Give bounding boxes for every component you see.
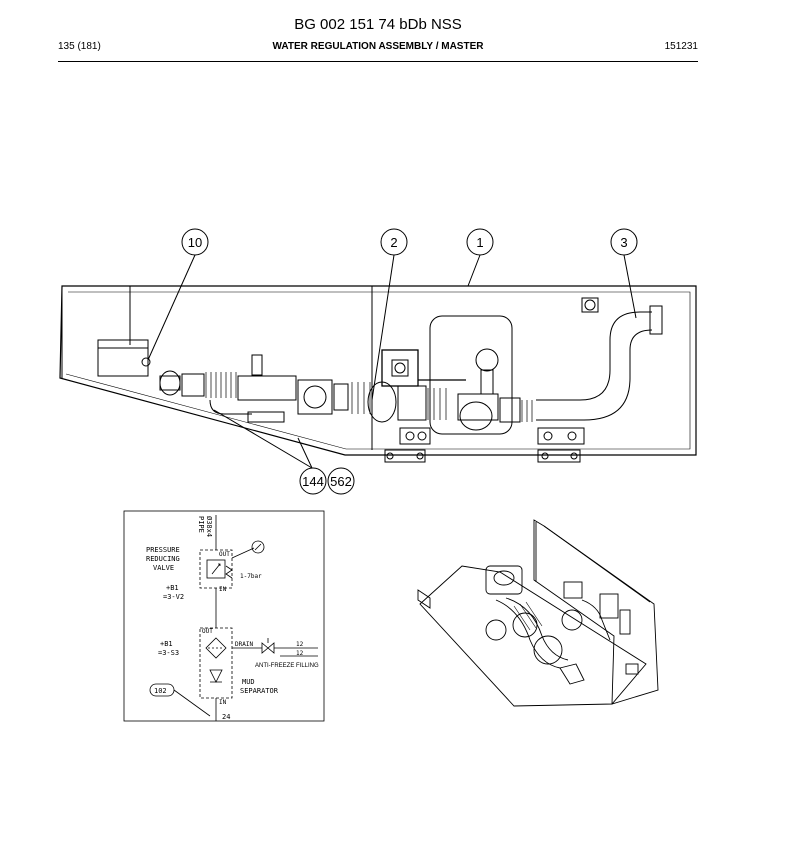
isometric-drawing — [417, 519, 659, 707]
mud-label-line1: MUD — [242, 678, 255, 686]
callout-562: 562 — [327, 467, 355, 495]
document-title: BG 002 151 74 bDb NSS — [294, 16, 462, 33]
header-rule — [58, 61, 698, 62]
callout-label: 2 — [390, 235, 397, 250]
anti-freeze-label: ANTI-FREEZE FILLING — [255, 663, 319, 669]
prv-ref-line2: =3-V2 — [163, 593, 184, 601]
drain-size-1: 12 — [296, 641, 304, 648]
mud-ref-line1: +B1 — [160, 640, 173, 648]
prv-label-line2: REDUCING — [146, 555, 180, 563]
callout-3: 3 — [610, 228, 638, 256]
prv-label-line1: PRESSURE — [146, 546, 180, 554]
prv-label-line3: VALVE — [153, 564, 174, 572]
callout-label: 1 — [476, 235, 483, 250]
drain-label: DRAIN — [235, 641, 253, 648]
mud-in-label: IN — [219, 699, 227, 706]
section-title: WATER REGULATION ASSEMBLY / MASTER — [272, 41, 484, 52]
callout-label: 3 — [620, 235, 627, 250]
callout-144: 144 — [299, 467, 327, 495]
document-date: 151231 — [664, 41, 698, 52]
mud-ref-line2: =3-S3 — [158, 649, 179, 657]
mud-out-label: OUT — [202, 628, 213, 635]
callout-label: 144 — [302, 474, 324, 489]
pressure-range: 1-7bar — [240, 573, 262, 580]
callout-label: 562 — [330, 474, 352, 489]
main-assembly-drawing — [59, 254, 697, 469]
callout-2: 2 — [380, 228, 408, 256]
callout-1: 1 — [466, 228, 494, 256]
prv-out-label: OUT — [219, 551, 230, 558]
prv-ref-line1: +B1 — [166, 584, 179, 592]
pipe-size: Ø38x4 — [205, 516, 213, 537]
page-number: 135 (181) — [58, 41, 101, 52]
callout-label: 10 — [188, 235, 202, 250]
drain-size-2: 12 — [296, 650, 304, 657]
pipe-label: PIPE — [197, 516, 205, 533]
ref-tag-label: 102 — [154, 687, 167, 695]
prv-in-label: IN — [219, 586, 227, 593]
mud-label-line2: SEPARATOR — [240, 687, 279, 695]
bottom-pipe-size: 24 — [222, 713, 230, 721]
hydraulic-schematic: PIPE Ø38x4 PRESSURE REDUCING VALVE +B1 =… — [123, 510, 325, 722]
callout-10: 10 — [181, 228, 209, 256]
